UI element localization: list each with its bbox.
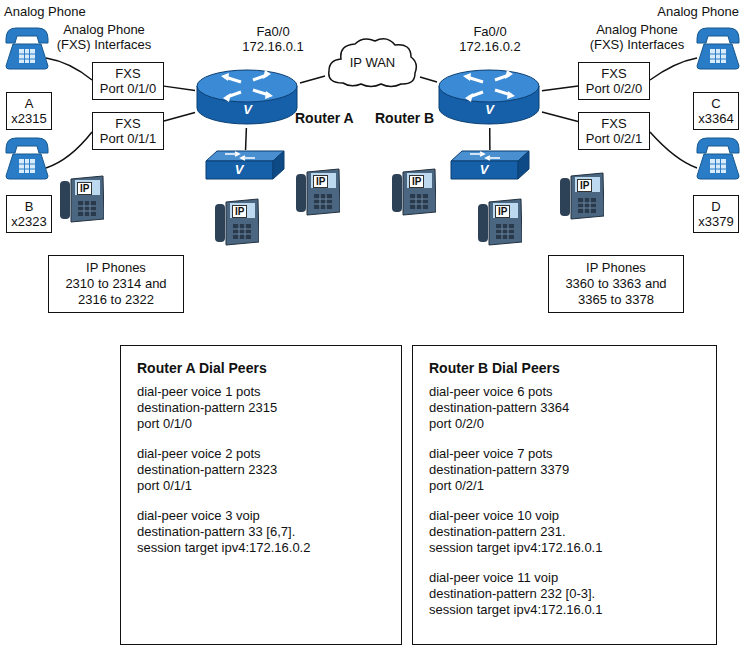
box-label: Port 0/1/1: [97, 131, 159, 146]
voice-glyph: V: [437, 102, 542, 117]
box-heading: C: [698, 96, 734, 111]
config-line: destination-pattern 2323: [137, 462, 385, 478]
number-range: 2310 to 2314 and 2316 to 2322: [61, 276, 171, 308]
config-line: destination-pattern 2315: [137, 400, 385, 416]
box-heading: B: [11, 199, 47, 214]
port-box: FXSPort 0/1/0: [92, 62, 164, 100]
link-line: [542, 112, 578, 122]
config-box: Router B Dial Peers dial-peer voice 6 pot…: [412, 345, 717, 645]
extension-box: Cx3364: [693, 92, 739, 130]
box-heading: FXS: [583, 116, 645, 131]
box-heading: IP Phones: [61, 260, 171, 276]
box-label: Port 0/1/0: [97, 81, 159, 96]
router-name: Router B: [375, 110, 434, 126]
box-heading: FXS: [583, 66, 645, 81]
box-label: Port 0/2/0: [583, 81, 645, 96]
phone-badge: IP: [409, 175, 424, 188]
config-line: dial-peer voice 11 voip: [429, 570, 700, 586]
box-heading: FXS: [97, 116, 159, 131]
wan-cloud: IP WAN: [325, 35, 420, 90]
link-line: [164, 112, 195, 121]
caption-label: Analog Phone: [657, 4, 739, 19]
config-line: session target ipv4:172.16.0.1: [429, 540, 700, 556]
config-line: destination-pattern 231.: [429, 524, 700, 540]
voice-glyph: V: [450, 162, 518, 177]
box-label: x2315: [11, 111, 47, 126]
phone-badge: IP: [232, 205, 247, 218]
config-box: Router A Dial Peers dial-peer voice 1 pot…: [120, 345, 402, 645]
config-line: destination-pattern 3379: [429, 462, 700, 478]
config-line: port 0/2/0: [429, 416, 700, 432]
port-box: FXSPort 0/2/0: [578, 62, 650, 100]
config-line: session target ipv4:172.16.0.1: [429, 602, 700, 618]
switch-icon: V: [450, 150, 530, 180]
extension-box: Ax2315: [6, 92, 52, 130]
link-line: [164, 86, 195, 90]
caption-label: Fa0/0 172.16.0.2: [455, 24, 525, 54]
caption-label: Analog Phone (FXS) Interfaces: [585, 22, 689, 52]
link-line: [542, 86, 578, 91]
port-box: FXSPort 0/1/1: [92, 112, 164, 150]
extension-box: Dx3379: [693, 195, 739, 233]
box-heading: Router A Dial Peers: [137, 360, 385, 376]
box-label: x3364: [698, 111, 734, 126]
voice-glyph: V: [195, 102, 300, 117]
box-heading: FXS: [97, 66, 159, 81]
box-label: x2323: [11, 214, 47, 229]
phones-box: IP Phones2310 to 2314 and 2316 to 2322: [48, 255, 184, 313]
link-line: [489, 128, 491, 150]
box-heading: D: [698, 199, 734, 214]
phones-box: IP Phones3360 to 3363 and 3365 to 3378: [548, 255, 684, 313]
config-line: dial-peer voice 2 pots: [137, 446, 385, 462]
phone-badge: IP: [495, 205, 510, 218]
box-label: Port 0/2/1: [583, 131, 645, 146]
voice-glyph: V: [205, 162, 273, 177]
box-heading: Router B Dial Peers: [429, 360, 700, 376]
box-heading: IP Phones: [561, 260, 671, 276]
config-line: port 0/1/1: [137, 478, 385, 494]
config-line: dial-peer voice 7 pots: [429, 446, 700, 462]
box-heading: A: [11, 96, 47, 111]
config-line: port 0/1/0: [137, 416, 385, 432]
router-name: Router A: [295, 110, 354, 126]
link-line: [420, 77, 437, 82]
phone-badge: IP: [77, 182, 92, 195]
config-line: port 0/2/1: [429, 478, 700, 494]
config-line: dial-peer voice 10 voip: [429, 508, 700, 524]
box-label: x3379: [698, 214, 734, 229]
extension-box: Bx2323: [6, 195, 52, 233]
config-line: session target ipv4:172.16.0.2: [137, 540, 385, 556]
config-line: destination-pattern 232 [0-3].: [429, 586, 700, 602]
config-line: dial-peer voice 6 pots: [429, 384, 700, 400]
router-icon: VRouter B: [437, 68, 542, 128]
phone-badge: IP: [577, 179, 592, 192]
caption-label: Analog Phone: [4, 4, 86, 19]
config-line: dial-peer voice 1 pots: [137, 384, 385, 400]
switch-icon: V: [205, 150, 285, 180]
caption-label: Fa0/0 172.16.0.1: [238, 24, 308, 54]
number-range: 3360 to 3363 and 3365 to 3378: [561, 276, 671, 308]
link-line: [245, 128, 247, 150]
phone-badge: IP: [313, 175, 328, 188]
link-line: [300, 76, 325, 83]
config-line: destination-pattern 33 [6,7].: [137, 524, 385, 540]
cloud-label: IP WAN: [350, 55, 396, 70]
router-icon: VRouter A: [195, 68, 300, 128]
config-line: dial-peer voice 3 voip: [137, 508, 385, 524]
port-box: FXSPort 0/2/1: [578, 112, 650, 150]
caption-label: Analog Phone (FXS) Interfaces: [52, 22, 156, 52]
config-line: destination-pattern 3364: [429, 400, 700, 416]
